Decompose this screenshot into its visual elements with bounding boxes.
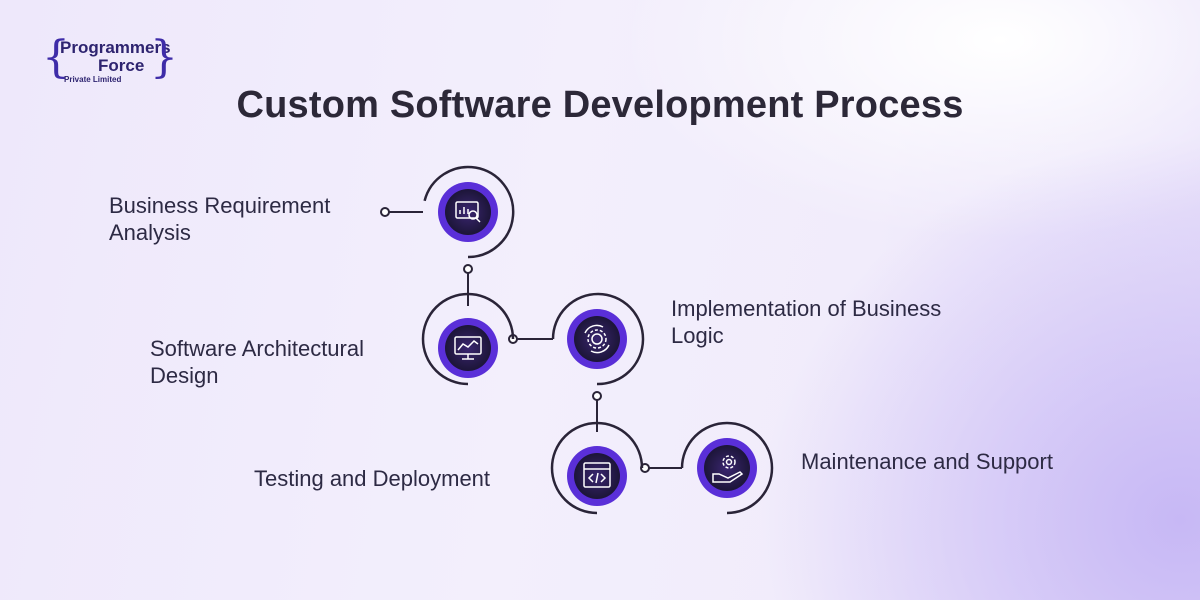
- step-icon-bg: [445, 325, 491, 371]
- company-logo: { Programmers Force Private Limited }: [42, 32, 178, 92]
- logo-left-brace: {: [42, 32, 70, 83]
- step-node-1: [423, 165, 515, 259]
- connector-dot: [592, 391, 602, 401]
- page-title: Custom Software Development Process: [236, 84, 964, 126]
- step-ring: [550, 421, 644, 515]
- connectors: [385, 211, 682, 469]
- logo-line-1: Programmers: [60, 38, 171, 57]
- logo-line-3: Private Limited: [64, 75, 122, 84]
- connector-dot: [380, 207, 390, 217]
- architecture-icon: [454, 336, 482, 360]
- step-node-2: [421, 292, 515, 386]
- step-node-5: [680, 421, 774, 515]
- gear-icon: [584, 324, 610, 354]
- step-ring: [423, 165, 515, 259]
- step-node-4: [550, 421, 644, 515]
- step-ring: [551, 292, 645, 386]
- step-label-1: Business Requirement Analysis: [109, 193, 331, 245]
- connector-dot: [463, 264, 473, 274]
- analysis-icon: [455, 201, 481, 223]
- step-ring: [680, 421, 774, 515]
- code-icon: [583, 462, 611, 488]
- step-ring: [421, 292, 515, 386]
- step-icon-bg: [574, 316, 620, 362]
- support-icon: [712, 455, 744, 483]
- logo-right-brace: }: [150, 32, 178, 83]
- step-label-3: Implementation of Business Logic: [671, 296, 942, 348]
- logo-line-2: Force: [98, 56, 145, 75]
- step-label-2: Software Architectural Design: [150, 336, 364, 388]
- step-node-3: [551, 292, 645, 386]
- step-label-5: Maintenance and Support: [801, 449, 1053, 474]
- step-label-4: Testing and Deployment: [254, 466, 491, 491]
